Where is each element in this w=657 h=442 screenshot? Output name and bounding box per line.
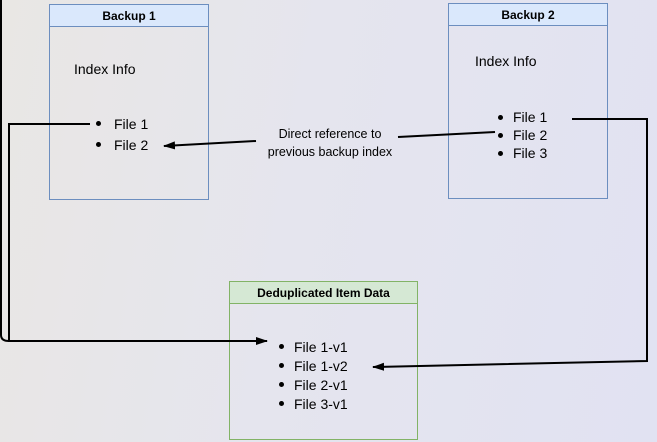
backup1-subtitle: Index Info — [74, 61, 136, 77]
list-item: File 1 — [96, 113, 148, 134]
backup1-box: Backup 1 Index Info File 1 File 2 — [49, 4, 209, 200]
bullet-icon — [498, 132, 503, 138]
backup2-file-list: File 1 File 2 File 3 — [498, 108, 547, 162]
backup1-file-list: File 1 File 2 — [96, 113, 148, 155]
bullet-icon — [96, 142, 101, 147]
dedup-box: Deduplicated Item Data File 1-v1 File 1-… — [229, 281, 418, 440]
list-item: File 1-v1 — [279, 337, 348, 356]
bullet-icon — [279, 401, 284, 406]
connector-left-edge-clipped — [0, 0, 10, 342]
dedup-item-list: File 1-v1 File 1-v2 File 2-v1 File 3-v1 — [279, 337, 348, 413]
backup2-file-2: File 2 — [513, 127, 548, 143]
list-item: File 1 — [498, 108, 547, 126]
list-item: File 2 — [498, 126, 547, 144]
bullet-icon — [498, 150, 503, 156]
annotation-line-2: previous backup index — [267, 144, 393, 159]
dedup-item-2: File 1-v2 — [294, 357, 348, 374]
list-item: File 2 — [96, 134, 148, 155]
list-item: File 3 — [498, 144, 547, 162]
backup1-header: Backup 1 — [50, 5, 208, 27]
backup2-subtitle: Index Info — [475, 53, 537, 69]
bullet-icon — [498, 114, 503, 120]
bullet-icon — [279, 363, 284, 368]
backup1-file-1: File 1 — [114, 115, 149, 132]
dedup-item-4: File 3-v1 — [294, 395, 348, 412]
annotation-label: Direct reference to previous backup inde… — [240, 126, 420, 161]
backup2-file-3: File 3 — [513, 145, 548, 161]
backup2-box: Backup 2 Index Info File 1 File 2 File 3 — [448, 3, 608, 199]
backup2-header: Backup 2 — [449, 4, 607, 26]
annotation-line-1: Direct reference to — [278, 127, 382, 141]
bullet-icon — [279, 382, 284, 387]
bullet-icon — [279, 344, 284, 349]
dedup-item-1: File 1-v1 — [294, 338, 348, 355]
bullet-icon — [96, 121, 101, 126]
dedup-item-3: File 2-v1 — [294, 376, 348, 393]
dedup-header: Deduplicated Item Data — [230, 282, 417, 304]
backup2-file-1: File 1 — [513, 109, 548, 125]
list-item: File 3-v1 — [279, 394, 348, 413]
backup1-file-2: File 2 — [114, 136, 149, 153]
list-item: File 1-v2 — [279, 356, 348, 375]
list-item: File 2-v1 — [279, 375, 348, 394]
